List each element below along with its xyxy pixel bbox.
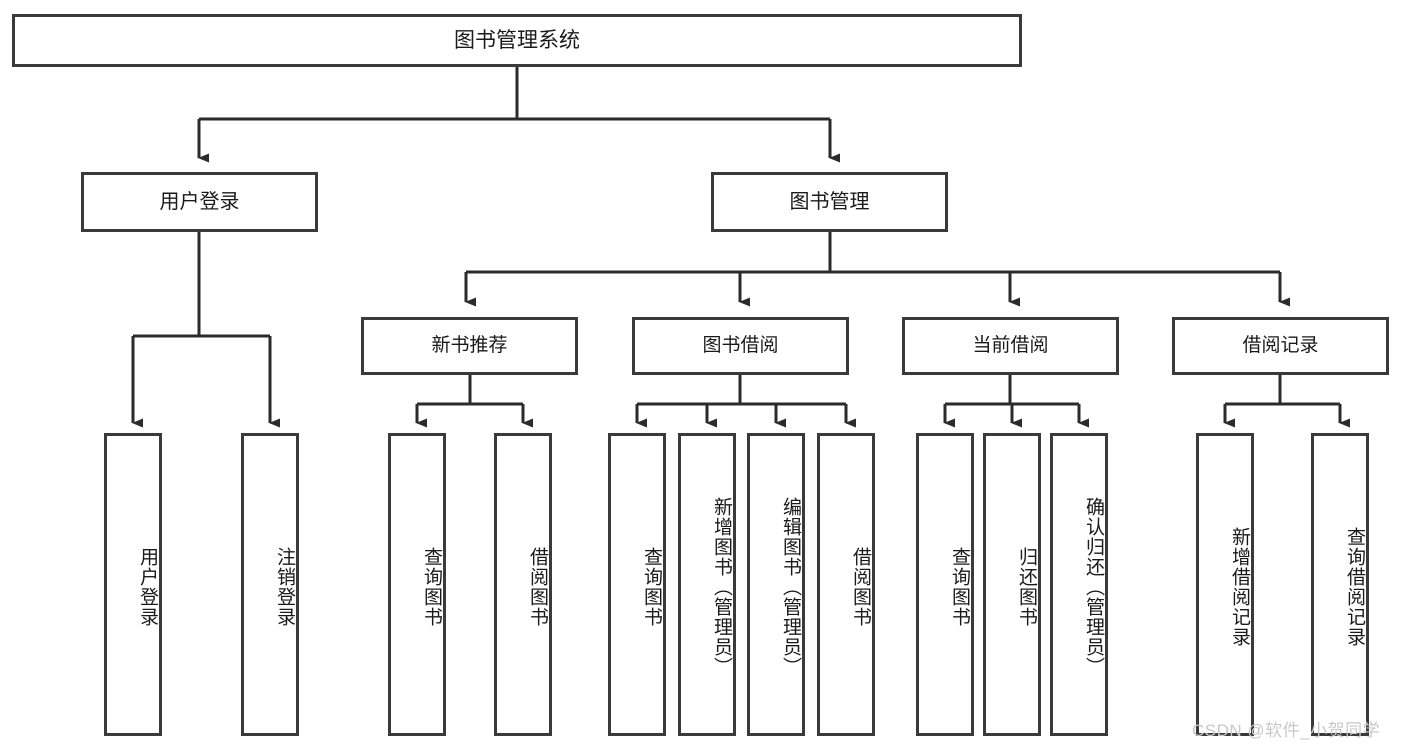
- node-new-book-recommend[interactable]: 新书推荐: [361, 317, 578, 375]
- node-new-book-recommend-label: 新书推荐: [431, 335, 508, 357]
- node-book-borrow[interactable]: 图书借阅: [632, 317, 849, 375]
- node-leaf-confirm-return-label: 确认归还（管理员）: [1083, 496, 1104, 677]
- node-user-login[interactable]: 用户登录: [81, 172, 318, 232]
- node-leaf-user-logout[interactable]: 注销登录: [241, 433, 299, 736]
- node-leaf-query-book-1-label: 查询图书: [421, 546, 442, 627]
- node-leaf-query-book-2[interactable]: 查询图书: [608, 433, 666, 736]
- node-leaf-user-logout-label: 注销登录: [274, 546, 295, 627]
- node-book-management[interactable]: 图书管理: [711, 172, 948, 232]
- node-leaf-borrow-book-1-label: 借阅图书: [527, 546, 548, 627]
- node-borrow-record[interactable]: 借阅记录: [1172, 317, 1389, 375]
- node-leaf-add-record[interactable]: 新增借阅记录: [1196, 433, 1254, 736]
- node-leaf-add-book-label: 新增图书（管理员）: [711, 496, 732, 677]
- node-leaf-borrow-book-1[interactable]: 借阅图书: [494, 433, 552, 736]
- csdn-watermark: CSDN @软件_小贺同学: [1192, 721, 1381, 740]
- node-root[interactable]: 图书管理系统: [12, 14, 1022, 67]
- node-leaf-add-book[interactable]: 新增图书（管理员）: [678, 433, 736, 736]
- node-leaf-query-record-label: 查询借阅记录: [1344, 526, 1365, 647]
- node-leaf-borrow-book-2-label: 借阅图书: [850, 546, 871, 627]
- node-leaf-query-book-3[interactable]: 查询图书: [916, 433, 974, 736]
- node-leaf-query-book-2-label: 查询图书: [641, 546, 662, 627]
- node-current-borrow[interactable]: 当前借阅: [902, 317, 1119, 375]
- node-leaf-query-record[interactable]: 查询借阅记录: [1311, 433, 1369, 736]
- node-user-login-label: 用户登录: [159, 190, 240, 213]
- node-book-management-label: 图书管理: [789, 190, 870, 213]
- node-leaf-edit-book-label: 编辑图书（管理员）: [780, 496, 801, 677]
- node-current-borrow-label: 当前借阅: [972, 335, 1049, 357]
- node-leaf-query-book-3-label: 查询图书: [949, 546, 970, 627]
- node-book-borrow-label: 图书借阅: [702, 335, 779, 357]
- node-borrow-record-label: 借阅记录: [1242, 335, 1319, 357]
- node-leaf-add-record-label: 新增借阅记录: [1229, 526, 1250, 647]
- node-root-label: 图书管理系统: [454, 28, 580, 52]
- node-leaf-edit-book[interactable]: 编辑图书（管理员）: [747, 433, 805, 736]
- node-leaf-return-book-label: 归还图书: [1016, 546, 1037, 627]
- node-leaf-borrow-book-2[interactable]: 借阅图书: [817, 433, 875, 736]
- node-leaf-confirm-return[interactable]: 确认归还（管理员）: [1050, 433, 1108, 736]
- node-leaf-query-book-1[interactable]: 查询图书: [388, 433, 446, 736]
- node-leaf-return-book[interactable]: 归还图书: [983, 433, 1041, 736]
- node-leaf-user-login[interactable]: 用户登录: [104, 433, 162, 736]
- node-leaf-user-login-label: 用户登录: [137, 546, 158, 627]
